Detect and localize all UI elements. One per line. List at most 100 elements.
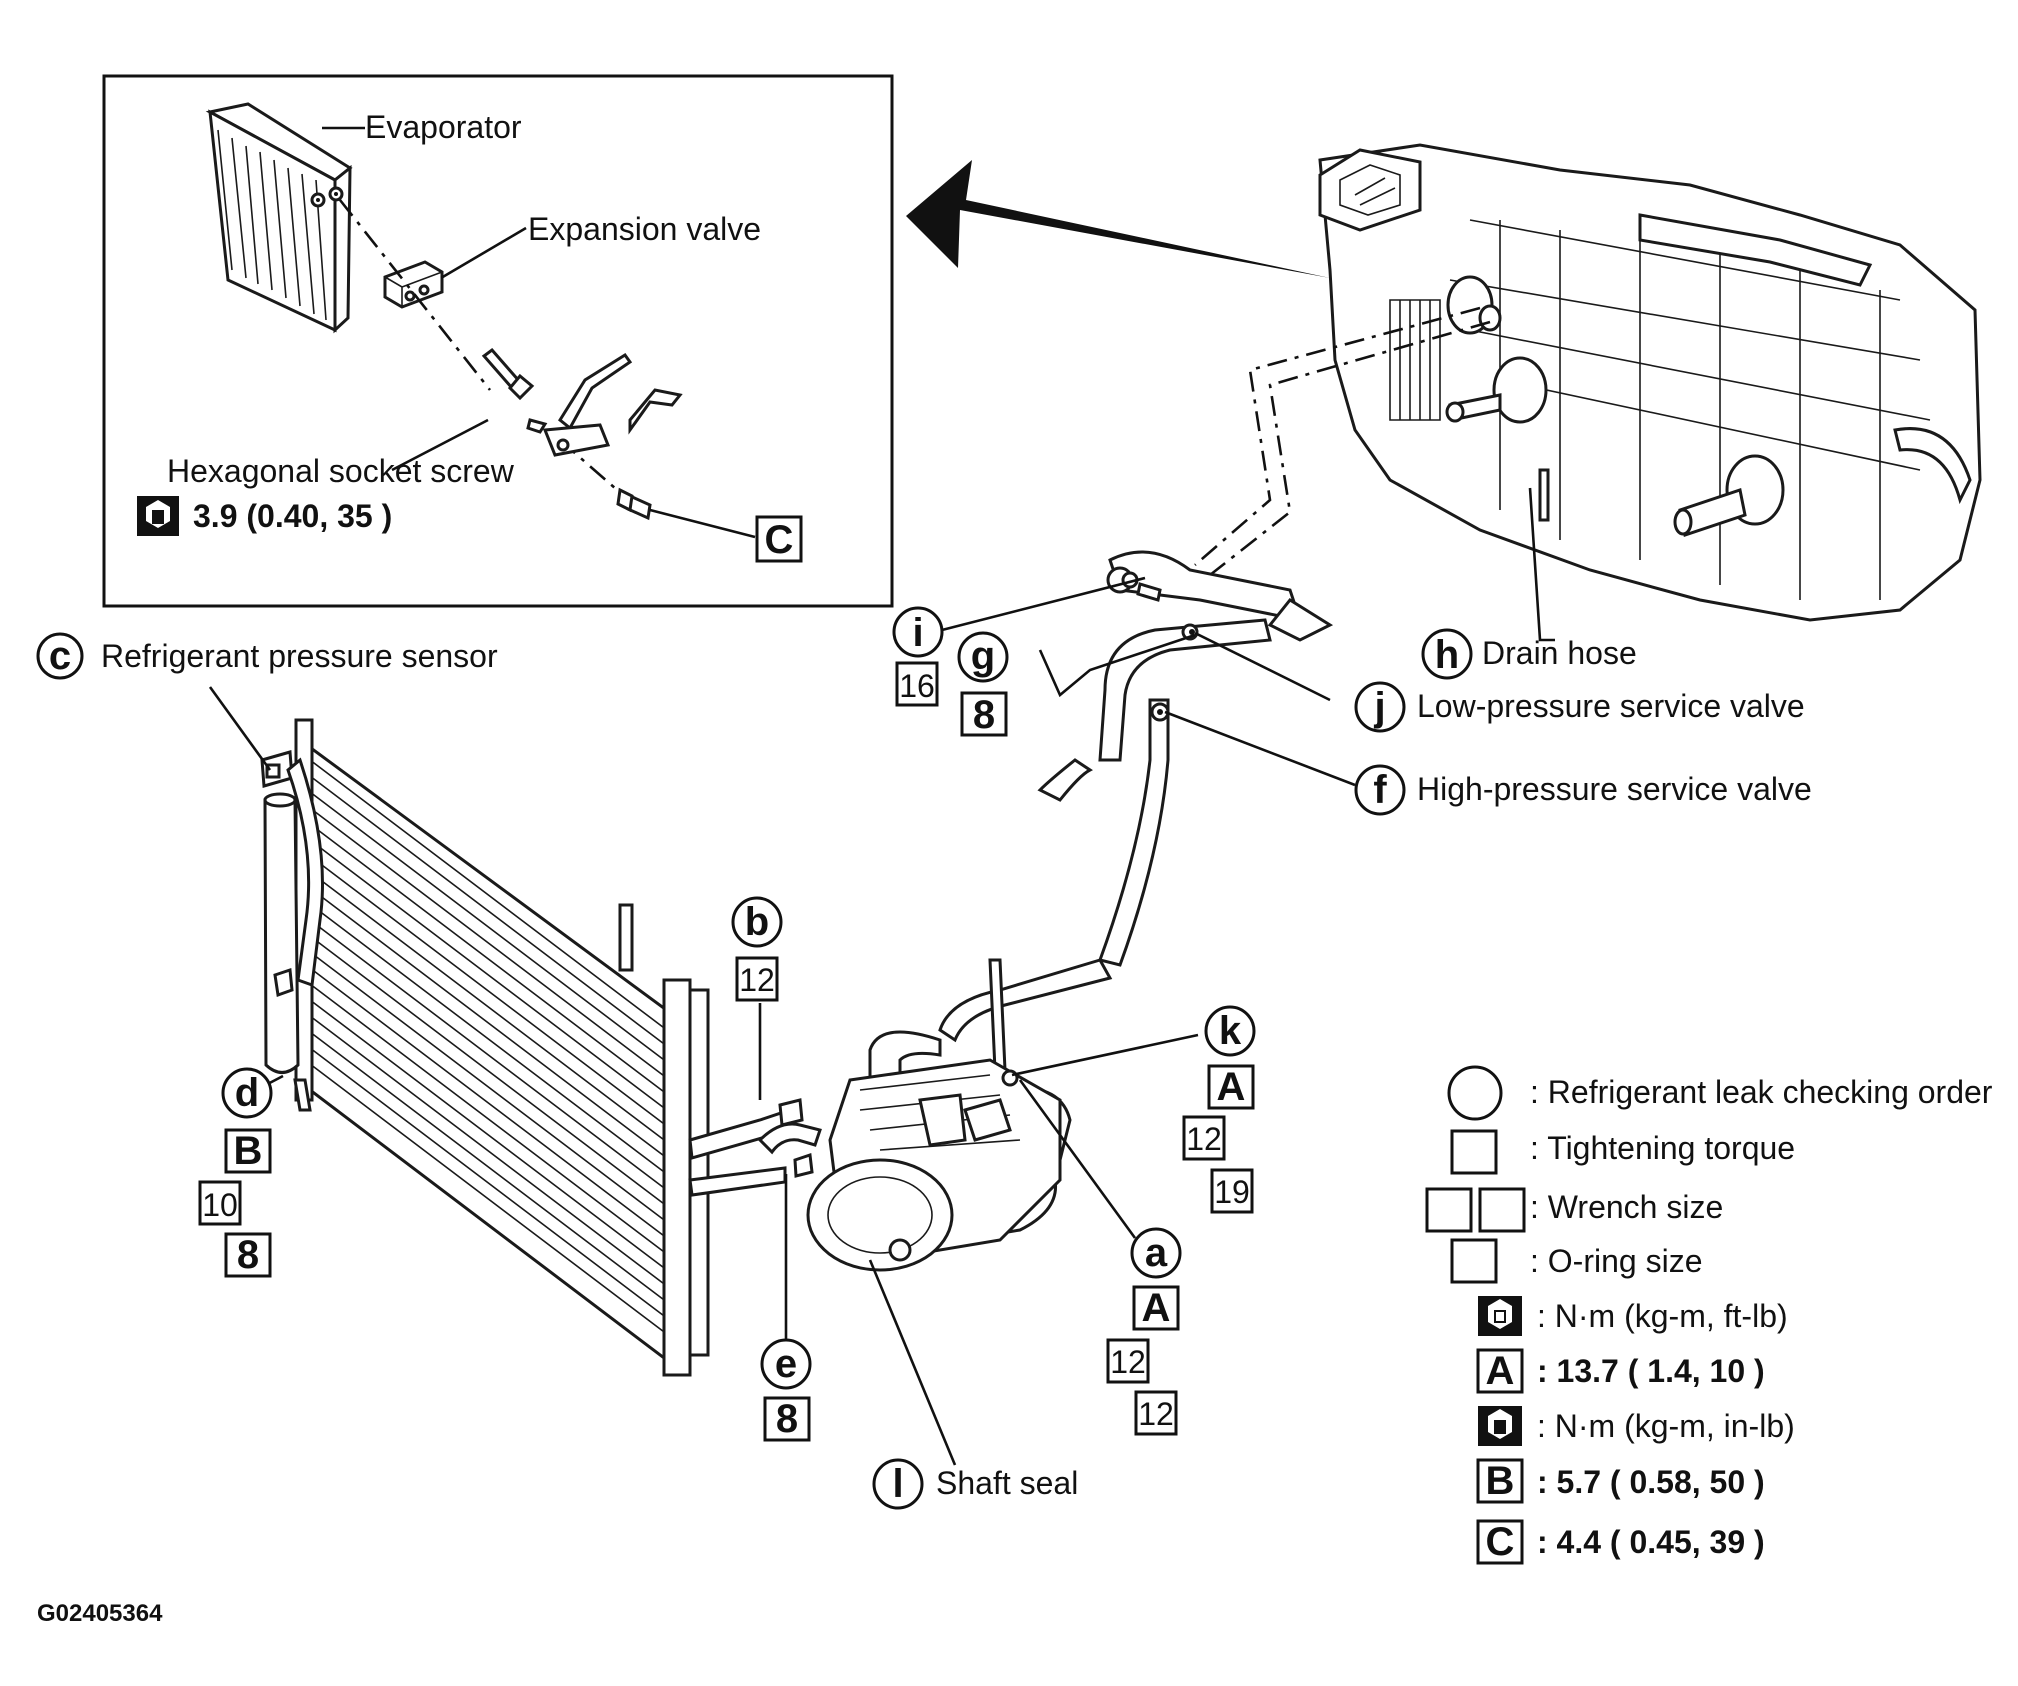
callout-h-letter: h [1435,633,1459,677]
callout-d-torque: B [234,1129,263,1173]
assembly-line [338,199,492,391]
legend-oring-box-symbol [1450,1238,1498,1284]
callout-k-torque-box [1207,1064,1255,1110]
callout-e-circle [760,1338,812,1390]
callout-j-circle [1354,681,1406,733]
legend-wrench-size: : Wrench size [1530,1189,1723,1225]
legend-b-letter: B [1486,1459,1515,1503]
callout-k-oring-box [1210,1168,1254,1214]
inset-callout-c: C [765,518,794,562]
callout-f-label: High-pressure service valve [1417,771,1812,807]
callout-g-oring: 8 [973,693,995,737]
figure-id: G02405364 [37,1600,163,1627]
callout-c-letter: c [49,634,71,678]
callout-e-oring-box [763,1396,811,1442]
legend-single-box-symbol [1450,1129,1498,1175]
direction-arrow-icon [906,160,1330,278]
callout-k-wrench: 12 [1186,1121,1222,1157]
callout-f-letter: f [1373,768,1387,812]
callout-d-wrench-box [198,1180,242,1226]
torque-ftlb-icon [1478,1296,1522,1336]
legend-leak-order: : Refrigerant leak checking order [1530,1074,1993,1110]
compressor-drawing [757,1058,1062,1272]
callout-i-wrench-box [895,661,939,707]
callout-a-oring: 12 [1138,1396,1174,1432]
callout-a-torque-box [1132,1285,1180,1331]
callout-g-circle [957,631,1009,683]
callout-j-letter: j [1373,685,1385,729]
legend-circle-symbol [1447,1065,1503,1121]
expansion-valve-label: Expansion valve [528,211,761,247]
callout-b-circle [731,896,783,948]
callout-j-label: Low-pressure service valve [1417,688,1805,724]
callout-b-letter: b [745,900,769,944]
legend-nm-ftlb: : N·m (kg-m, ft-lb) [1537,1298,1788,1334]
callout-l-label: Shaft seal [936,1465,1078,1501]
legend: : Refrigerant leak checking order : Tigh… [1425,1065,1993,1565]
pipe-routing-line [1194,306,1491,577]
hex-socket-screw-drawing [481,347,535,401]
refrigerant-pipes-drawing [868,550,1334,1242]
callout-h-label: Drain hose [1482,635,1637,671]
legend-nm-inlb: : N·m (kg-m, in-lb) [1537,1408,1795,1444]
callout-h-circle [1421,628,1473,680]
legend-double-box-symbol-2 [1478,1187,1526,1233]
callout-d-circle [221,1067,273,1119]
callout-d-torque-box [224,1128,272,1174]
torque-inlb-legend-icon [1478,1406,1522,1446]
callout-l-letter: l [892,1462,903,1506]
callout-a-wrench-box [1106,1338,1150,1384]
callout-a-letter: a [1145,1231,1168,1275]
legend-c-letter: C [1486,1520,1515,1564]
callout-i-wrench: 16 [899,668,935,704]
callout-b-wrench: 12 [739,962,775,998]
hex-screw-torque: 3.9 (0.40, 35 ) [193,498,392,534]
legend-a-value: : 13.7 ( 1.4, 10 ) [1537,1353,1765,1389]
evaporator-drawing [205,102,353,334]
callout-c-circle [36,632,84,680]
pipe-bracket-drawing [526,352,683,457]
legend-oring-size: : O-ring size [1530,1243,1702,1279]
callout-k-letter: k [1219,1009,1242,1053]
callout-k-circle [1204,1005,1256,1057]
callout-a-wrench: 12 [1110,1344,1146,1380]
callout-f-circle [1354,764,1406,816]
legend-double-box-symbol-1 [1425,1187,1473,1233]
legend-tightening-torque: : Tightening torque [1530,1130,1795,1166]
heater-evaporator-unit-drawing [1318,143,1982,622]
callout-c-label: Refrigerant pressure sensor [101,638,498,674]
inset-callout-c-box [755,515,803,563]
legend-a-letter: A [1486,1349,1515,1393]
legend-c-value: : 4.4 ( 0.45, 39 ) [1537,1524,1765,1560]
leader-lines [208,487,1555,1466]
callout-k-wrench-box [1182,1115,1226,1161]
hex-screw-label: Hexagonal socket screw [167,453,515,489]
callout-a-oring-box [1134,1390,1178,1436]
callout-g-oring-box [960,691,1008,737]
callout-i-letter: i [912,611,923,655]
callout-b-wrench-box [735,956,779,1002]
callout-g-letter: g [971,634,995,678]
evaporator-label: Evaporator [365,109,522,145]
legend-a-box [1476,1348,1524,1394]
torque-inlb-icon [137,496,179,536]
callout-d-letter: d [235,1071,259,1115]
callout-k-oring: 19 [1214,1174,1250,1210]
callout-a-torque: A [1142,1286,1171,1330]
callout-e-letter: e [775,1342,797,1386]
callout-e-oring: 8 [776,1397,798,1441]
callout-d-oring: 8 [237,1233,259,1277]
legend-b-value: : 5.7 ( 0.58, 50 ) [1537,1464,1765,1500]
legend-b-box [1476,1458,1524,1504]
condenser-drawing [260,718,792,1377]
callout-i-circle [892,606,944,658]
callout-a-circle [1130,1227,1182,1279]
callout-d-wrench: 10 [202,1187,238,1223]
callout-k-torque: A [1217,1065,1246,1109]
inset-detail: Evaporator Expansion valve Hexagonal soc… [102,74,894,608]
callout-l-circle [872,1458,924,1510]
callout-d-oring-box [224,1232,272,1278]
legend-c-box [1476,1519,1524,1565]
